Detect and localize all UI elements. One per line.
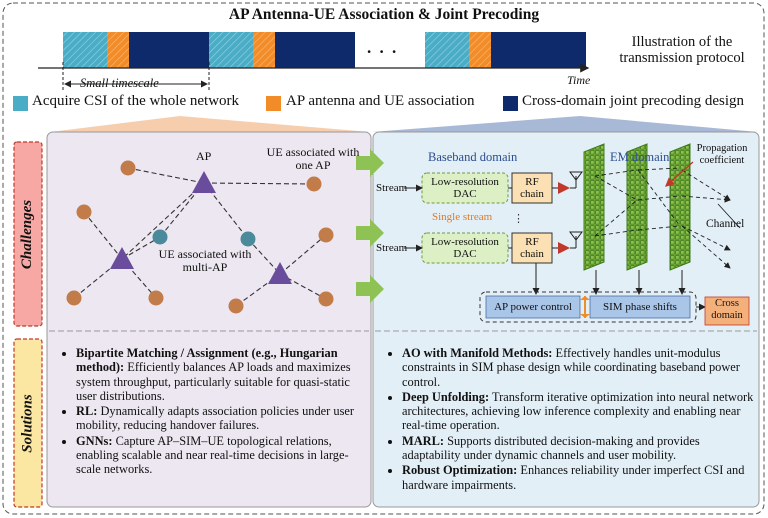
legend-label-precoding: Cross-domain joint precoding design xyxy=(522,93,745,109)
legend-swatch-association xyxy=(266,96,281,111)
solution-text: Effectively handles unit-modulus constra… xyxy=(402,346,740,389)
solution-text: Supports distributed decision-making and… xyxy=(402,433,700,463)
protocol-blocks xyxy=(63,32,586,68)
challenges-tab: Challenges xyxy=(14,142,42,326)
solution-item: MARL: Supports distributed decision-maki… xyxy=(402,434,754,463)
solution-text: Enhances reliability under imperfect CSI… xyxy=(402,463,745,492)
control-links xyxy=(532,263,686,295)
solution-title: RL: xyxy=(76,404,98,419)
em-domain-label: EM domain xyxy=(610,150,670,164)
rf-chain-label-1: RF chain xyxy=(520,176,544,201)
solution-item: GNNs: Capture AP–SIM–UE topological rela… xyxy=(76,434,364,477)
ue-multi-ap-label: UE associated with multi-AP xyxy=(158,247,252,275)
rf-chain-label-2: RF chain xyxy=(520,236,544,261)
time-label: Time xyxy=(567,73,591,87)
association-callout xyxy=(50,116,370,132)
ap-power-control-label: AP power control xyxy=(494,301,572,313)
solution-item: RL: Dynamically adapts association polic… xyxy=(76,404,364,433)
solution-text: Efficiently balances AP loads and maximi… xyxy=(76,360,351,403)
propagation-paths xyxy=(594,167,731,269)
solution-text: Capture AP–SIM–UE topological relations,… xyxy=(76,433,349,477)
solutions-label: Solutions xyxy=(19,393,36,453)
small-timescale-label: Small timescale xyxy=(80,76,159,90)
stream-label-2: Stream xyxy=(376,242,408,254)
solution-title: Robust Optimization: xyxy=(402,463,518,478)
solution-title: AO with Manifold Methods: xyxy=(402,346,553,360)
solution-title: MARL: xyxy=(402,433,444,448)
solution-item: AO with Manifold Methods: Effectively ha… xyxy=(402,346,754,389)
ue-one-ap-label: UE associated with one AP xyxy=(266,145,360,173)
baseband-domain-label: Baseband domain xyxy=(428,150,518,164)
solution-text: Dynamically adapts association policies … xyxy=(76,404,355,433)
transfer-arrows xyxy=(356,149,384,303)
propagation-coefficient-label: Propagation coefficient xyxy=(696,143,748,166)
figure-title: AP Antenna-UE Association & Joint Precod… xyxy=(228,6,540,23)
legend-swatch-precoding xyxy=(503,96,518,111)
precoding-panel xyxy=(372,131,760,508)
legend-swatch-csi xyxy=(13,96,28,111)
challenges-label: Challenges xyxy=(19,199,36,269)
solutions-tab: Solutions xyxy=(14,339,42,507)
solution-title: Deep Unfolding: xyxy=(402,389,490,404)
ap-label: AP xyxy=(196,149,212,163)
sim-phase-shifts-label: SIM phase shifts xyxy=(603,301,677,313)
solution-text: Transform iterative optimization into ne… xyxy=(402,389,754,433)
solution-item: Bipartite Matching / Assignment (e.g., H… xyxy=(76,346,364,403)
cross-domain-label: Cross domain xyxy=(711,298,743,321)
precoding-callout xyxy=(372,116,758,132)
sim-layers xyxy=(583,143,691,271)
solution-title: Bipartite Matching / Assignment (e.g., H… xyxy=(76,346,338,375)
svg-text:⋮: ⋮ xyxy=(513,213,524,225)
protocol-illustration-label: Illustration of the transmission protoco… xyxy=(619,34,745,67)
association-solutions: Bipartite Matching / Assignment (e.g., H… xyxy=(52,346,364,478)
single-stream-label: Single stream xyxy=(432,211,493,223)
precoding-solutions: AO with Manifold Methods: Effectively ha… xyxy=(378,346,754,493)
stream-label-1: Stream xyxy=(376,182,408,194)
legend-label-csi: Acquire CSI of the whole network xyxy=(32,93,240,109)
legend-label-association: AP antenna and UE association xyxy=(286,93,475,109)
multi-ap-ue-nodes xyxy=(152,229,256,247)
association-panel xyxy=(46,131,372,508)
dac-label-2: Low-resolution DAC xyxy=(431,236,499,261)
transmitter-chain: ⋮ xyxy=(404,171,583,264)
ue-nodes xyxy=(66,160,334,314)
ap-nodes xyxy=(110,171,292,284)
timeline-ellipsis: . . . xyxy=(367,38,399,57)
channel-label: Channel xyxy=(706,218,745,230)
solution-title: GNNs: xyxy=(76,433,113,448)
solution-item: Deep Unfolding: Transform iterative opti… xyxy=(402,390,754,433)
solution-item: Robust Optimization: Enhances reliabilit… xyxy=(402,463,754,492)
dac-label-1: Low-resolution DAC xyxy=(431,176,499,201)
